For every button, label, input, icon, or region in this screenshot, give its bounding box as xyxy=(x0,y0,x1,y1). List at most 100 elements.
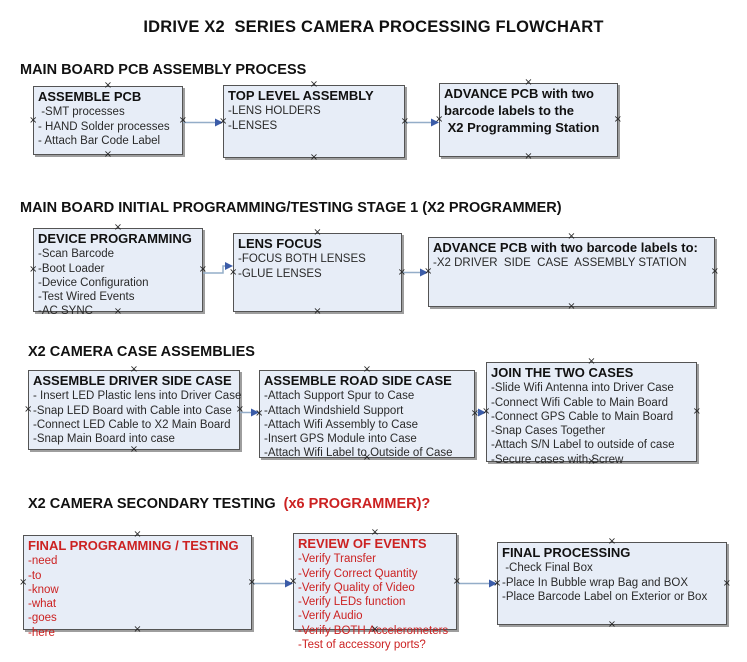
box-join-two-cases: JOIN THE TWO CASES -Slide Wifi Antenna i… xyxy=(482,357,701,467)
box-item: -Insert GPS Module into Case xyxy=(264,433,417,445)
flow-arrow-lensfocus-to-advance xyxy=(402,268,428,277)
box-item: -to xyxy=(28,569,42,582)
box-item: -Check Final Box xyxy=(502,562,593,575)
connector-handle-icon: × xyxy=(722,577,731,589)
box-item: -LENS HOLDERS xyxy=(228,105,321,118)
box-title: FINAL PROGRAMMING / TESTING xyxy=(28,538,239,553)
connector-handle-icon: × xyxy=(29,264,38,275)
box-item: -Secure cases with Screw xyxy=(491,453,624,466)
connector-handle-icon: × xyxy=(129,444,139,455)
box-device-programming: DEVICE PROGRAMMING -Scan Barcode -Boot L… xyxy=(29,223,207,318)
section-heading-black-part: X2 CAMERA SECONDARY TESTING xyxy=(28,496,280,512)
flow-arrow-assemble-to-toplevel xyxy=(183,118,223,127)
box-item: -Slide Wifi Antenna into Driver Case xyxy=(491,382,674,395)
flow-arrow-roadside-to-join xyxy=(475,408,486,417)
connector-handle-icon: × xyxy=(567,301,576,312)
box-item: -Attach S/N Label to outside of case xyxy=(491,439,675,452)
box-item: -Connect GPS Cable to Main Board xyxy=(491,410,674,423)
section-heading-case-assemblies: X2 CAMERA CASE ASSEMBLIES xyxy=(28,344,255,360)
box-title: X2 Programming Station xyxy=(444,119,600,135)
box-item: -Connect LED Cable to X2 Main Board xyxy=(33,418,231,431)
box-item: -SMT processes xyxy=(38,106,125,119)
box-item: -goes xyxy=(28,612,57,625)
connector-handle-icon: × xyxy=(710,266,719,277)
box-item: -Verify Transfer xyxy=(298,553,376,566)
connector-handle-icon: × xyxy=(313,306,322,317)
flow-arrow-driverside-to-roadside xyxy=(240,408,259,417)
flow-arrow-review-to-finalprocessing xyxy=(457,579,497,588)
box-assemble-driver-side-case: ASSEMBLE DRIVER SIDE CASE - Insert LED P… xyxy=(24,365,244,455)
connector-handle-icon: × xyxy=(29,114,38,126)
box-title: ASSEMBLE DRIVER SIDE CASE xyxy=(33,373,232,388)
box-item: -Place Barcode Label on Exterior or Box xyxy=(502,590,708,603)
box-item: -Verify BOTH Accelerometers xyxy=(298,624,449,637)
box-item: -here xyxy=(28,626,55,639)
box-top-level-assembly: TOP LEVEL ASSEMBLY -LENS HOLDERS -LENSES… xyxy=(219,80,409,163)
box-advance-pcb-case-assembly: ADVANCE PCB with two barcode labels to: … xyxy=(424,232,719,312)
box-item: -Connect Wifi Cable to Main Board xyxy=(491,396,669,409)
box-item: -FOCUS BOTH LENSES xyxy=(238,253,366,266)
box-item: -Test of accessory ports? xyxy=(298,638,426,651)
flow-arrow-finalprog-to-review xyxy=(252,579,293,588)
box-item: -Test Wired Events xyxy=(38,291,135,303)
flow-arrow-toplevel-to-advance xyxy=(405,118,439,127)
box-title: LENS FOCUS xyxy=(238,236,322,251)
box-item: -Verify Correct Quantity xyxy=(298,567,418,580)
section-heading-initial-programming: MAIN BOARD INITIAL PROGRAMMING/TESTING S… xyxy=(20,200,562,216)
box-item: -LENSES xyxy=(228,119,278,132)
section-heading-secondary-testing: X2 CAMERA SECONDARY TESTING (x6 PROGRAMM… xyxy=(28,496,430,512)
section-heading-red-part: (x6 PROGRAMMER)? xyxy=(279,496,431,512)
box-final-processing: FINAL PROCESSING -Check Final Box -Place… xyxy=(493,537,731,630)
connector-handle-icon: × xyxy=(103,149,113,160)
box-item: -Attach Support Spur to Case xyxy=(264,390,415,403)
box-item: - HAND Solder processes xyxy=(38,120,170,133)
box-item: -X2 DRIVER SIDE CASE ASSEMBLY STATION xyxy=(433,257,687,270)
box-item: -GLUE LENSES xyxy=(238,267,322,280)
box-title: JOIN THE TWO CASES xyxy=(491,365,634,380)
connector-handle-icon: × xyxy=(19,576,28,588)
connector-handle-icon: × xyxy=(613,114,622,125)
box-item: -Attach Windshield Support xyxy=(264,404,404,417)
box-item: -know xyxy=(28,583,59,596)
box-item: -Snap LED Board with Cable into Case xyxy=(33,404,232,417)
box-title: DEVICE PROGRAMMING xyxy=(38,231,192,246)
box-final-programming-testing: FINAL PROGRAMMING / TESTING -need -to -k… xyxy=(19,530,256,639)
box-lens-focus: LENS FOCUS -FOCUS BOTH LENSES -GLUE LENS… xyxy=(229,228,406,317)
box-item: -Snap Cases Together xyxy=(491,425,606,437)
box-item: -Scan Barcode xyxy=(38,248,115,261)
box-item: -Verify LEDs function xyxy=(298,596,406,608)
box-item: -Device Configuration xyxy=(38,276,149,289)
section-heading-pcb-assembly: MAIN BOARD PCB ASSEMBLY PROCESS xyxy=(20,62,307,78)
box-item: -Attach Wifi Assembly to Case xyxy=(264,418,419,431)
box-title: ASSEMBLE ROAD SIDE CASE xyxy=(264,373,452,388)
box-item: -AC SYNC xyxy=(38,305,93,318)
box-advance-pcb-programming-station: ADVANCE PCB with two barcode labels to t… xyxy=(435,78,622,162)
box-title: ASSEMBLE PCB xyxy=(38,89,142,104)
connector-handle-icon: × xyxy=(692,406,701,417)
box-item: -what xyxy=(28,598,57,610)
page-title: IDRIVE X2 SERIES CAMERA PROCESSING FLOWC… xyxy=(143,18,604,36)
box-title: barcode labels to the xyxy=(444,102,575,118)
connector-handle-icon: × xyxy=(309,152,319,163)
box-item: -need xyxy=(28,555,58,568)
box-title: TOP LEVEL ASSEMBLY xyxy=(228,88,374,103)
flow-arrow-deviceprog-to-lensfocus xyxy=(203,262,233,274)
box-assemble-pcb: ASSEMBLE PCB -SMT processes - HAND Solde… xyxy=(29,81,187,160)
box-item: - Insert LED Plastic lens into Driver Ca… xyxy=(33,390,242,403)
box-title: ADVANCE PCB with two xyxy=(444,86,594,101)
connector-handle-icon: × xyxy=(607,619,617,630)
box-review-of-events: REVIEW OF EVENTS -Verify Transfer -Verif… xyxy=(289,528,461,651)
box-title: ADVANCE PCB with two barcode labels to: xyxy=(433,240,698,255)
connector-handle-icon: × xyxy=(24,404,33,415)
box-item: -Snap Main Board into case xyxy=(33,433,175,445)
box-item: -Boot Loader xyxy=(38,262,105,275)
box-title: FINAL PROCESSING xyxy=(502,545,631,560)
box-item: -Verify Quality of Video xyxy=(298,581,415,594)
box-assemble-road-side-case: ASSEMBLE ROAD SIDE CASE -Attach Support … xyxy=(255,365,479,463)
box-item: -Place In Bubble wrap Bag and BOX xyxy=(502,576,689,589)
box-title: REVIEW OF EVENTS xyxy=(298,536,427,551)
box-item: -Verify Audio xyxy=(298,610,363,623)
box-item: -Attach Wifi Label to Outside of Case xyxy=(264,447,453,460)
box-item: - Attach Bar Code Label xyxy=(38,134,161,147)
